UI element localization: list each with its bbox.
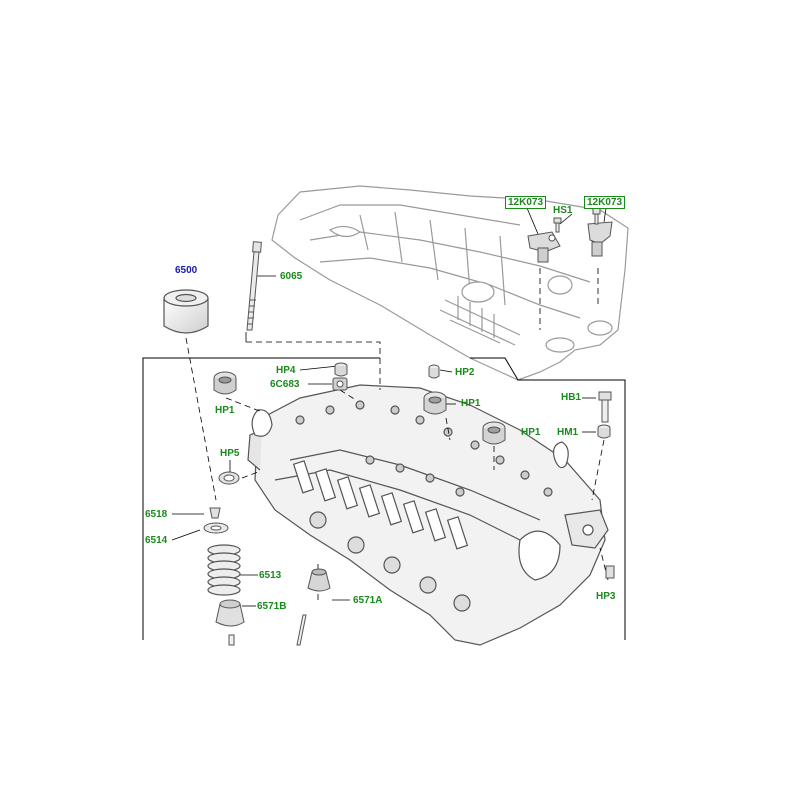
label-HP5: HP5	[220, 448, 240, 459]
label-HP1-left: HP1	[215, 405, 235, 416]
valve-stem	[228, 614, 307, 646]
cam-sensor-left	[527, 231, 561, 263]
label-HS1: HS1	[553, 205, 573, 216]
label-HB1: HB1	[561, 392, 582, 403]
hp5-plug	[218, 471, 240, 485]
label-6513: 6513	[259, 570, 282, 581]
label-HP3: HP3	[596, 591, 616, 602]
label-HP2: HP2	[455, 367, 475, 378]
hp4-plug	[334, 362, 348, 377]
label-HP1-mid: HP1	[461, 398, 481, 409]
head-bolt	[246, 241, 262, 331]
valve-collet	[209, 507, 221, 519]
label-12K073-left: 12K073	[505, 196, 547, 209]
spring-retainer	[203, 522, 229, 534]
label-12K073-right: 12K073	[584, 196, 626, 209]
valve-stem-seal-b	[215, 599, 245, 627]
label-6571A: 6571A	[353, 595, 383, 606]
camshaft-cover	[271, 185, 629, 381]
cylinder-head-frame	[142, 357, 626, 640]
leader-lines	[171, 207, 609, 607]
oil-filter	[163, 289, 209, 334]
label-6514: 6514	[145, 535, 168, 546]
label-6C683: 6C683	[270, 379, 300, 390]
label-6571B: 6571B	[257, 601, 287, 612]
label-HP1-right: HP1	[521, 427, 541, 438]
hm1-dowel	[597, 424, 611, 439]
hp3-plug	[605, 565, 615, 579]
hp1-plug-a	[213, 371, 237, 395]
valve-stem-seal-a	[307, 568, 331, 592]
label-6500: 6500	[175, 265, 198, 276]
hs1-bolt	[553, 217, 562, 233]
label-HP4: HP4	[276, 365, 296, 376]
hp1-plug-c	[482, 421, 506, 445]
label-HM1: HM1	[557, 427, 579, 438]
label-6065: 6065	[280, 271, 303, 282]
hp2-plug	[428, 364, 440, 379]
label-6518: 6518	[145, 509, 168, 520]
valve-spring	[207, 544, 241, 596]
6c683-sender	[332, 377, 348, 391]
hb1-bolt	[598, 391, 612, 423]
cylinder-head	[247, 384, 609, 646]
hp1-plug-b	[423, 391, 447, 415]
cam-sensor-right	[587, 207, 613, 257]
